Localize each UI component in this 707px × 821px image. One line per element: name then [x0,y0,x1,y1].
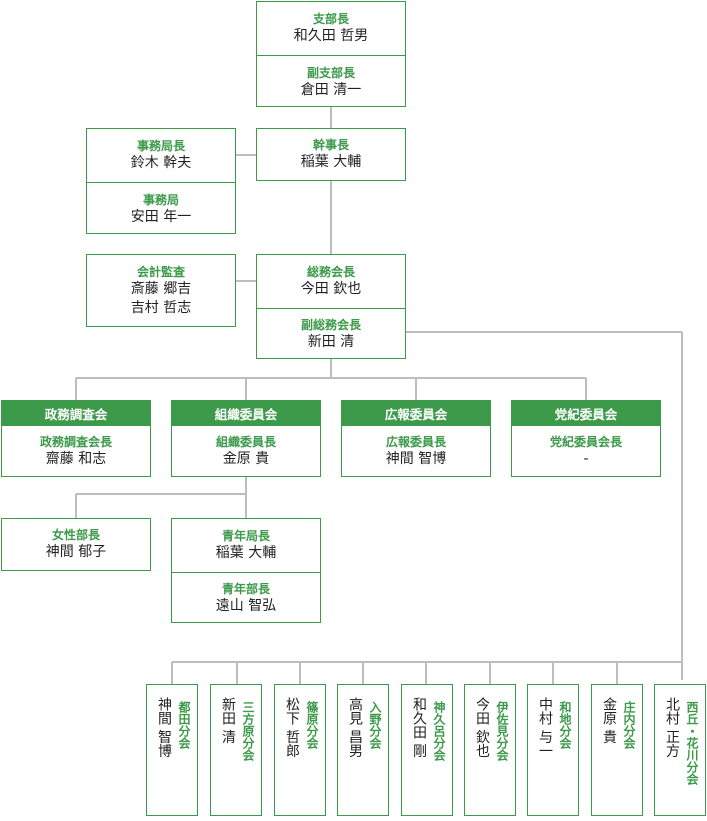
office-chief-cell: 事務局長 鈴木 幹夫 [87,129,235,182]
office-cell: 事務局 安田 年一 [87,182,235,235]
general-affairs-cell: 総務会長 今田 欽也 [257,255,405,308]
general-affairs-role: 総務会長 [306,265,355,279]
committee-discipline-name: - [583,450,589,467]
branch-name: 中村 与一 [537,697,553,758]
committee-organization-cell: 組織委員長 金原 貴 [172,426,320,476]
youth-bureau-cell: 青年局長 稲葉 大輔 [172,519,320,572]
women-dept-name: 神間 郁子 [45,544,107,560]
branch-name: 新田 清 [220,697,236,744]
branch-box: 松下 哲郎 篠原分会 [274,684,326,816]
women-dept-cell: 女性部長 神間 郁子 [2,519,150,570]
branch-role: 和地分会 [558,701,572,749]
committee-policy-name: 齋藤 和志 [45,450,107,467]
vice-general-affairs-cell: 副総務会長 新田 清 [257,308,405,360]
youth-dept-name: 遠山 智弘 [215,598,277,614]
branch-name: 北村 正方 [664,697,680,758]
vice-general-affairs-role: 副総務会長 [300,318,361,332]
committee-organization: 組織委員会 組織委員長 金原 貴 [171,400,321,477]
secretary-general-box: 幹事長 稲葉 大輔 [256,128,406,181]
committee-discipline-role: 党紀委員会長 [549,434,622,449]
committee-organization-name: 金原 貴 [222,450,270,467]
committee-policy: 政務調査会 政務調査会長 齋藤 和志 [1,400,151,477]
auditor-role: 会計監査 [136,264,185,279]
auditor-box: 会計監査 斎藤 郷吉 吉村 哲志 [86,254,236,327]
women-dept-box: 女性部長 神間 郁子 [1,518,151,571]
committee-discipline: 党紀委員会 党紀委員会長 - [511,400,661,477]
branch-name: 高見 昌男 [347,697,363,758]
committee-discipline-cell: 党紀委員会長 - [512,426,660,476]
youth-box: 青年局長 稲葉 大輔 青年部長 遠山 智弘 [171,518,321,623]
secretary-general-role: 幹事長 [312,138,349,152]
branch-name: 神間 智博 [156,697,172,758]
vice-general-affairs-name: 新田 清 [307,334,355,350]
auditor-name-1: 斎藤 郷吉 [130,280,192,297]
general-affairs-name: 今田 欽也 [300,281,362,297]
branch-box: 中村 与一 和地分会 [527,684,579,816]
office-box: 事務局長 鈴木 幹夫 事務局 安田 年一 [86,128,236,234]
branch-box: 高見 昌男 入野分会 [337,684,389,816]
youth-bureau-name: 稲葉 大輔 [215,545,277,561]
general-affairs-box: 総務会長 今田 欽也 副総務会長 新田 清 [256,254,406,359]
women-dept-role: 女性部長 [51,528,100,542]
committee-policy-role: 政務調査会長 [39,434,112,449]
secretary-general-cell: 幹事長 稲葉 大輔 [257,129,405,180]
vice-branch-head-role: 副支部長 [306,65,355,80]
branch-role: 西丘・花川分会 [685,701,699,785]
vice-branch-head-name: 倉田 清一 [300,81,362,98]
committee-discipline-header: 党紀委員会 [512,401,660,426]
committee-pr-cell: 広報委員長 神間 智博 [342,426,490,476]
committee-policy-header: 政務調査会 [2,401,150,426]
branch-role: 都田分会 [177,701,191,749]
committee-pr: 広報委員会 広報委員長 神間 智博 [341,400,491,477]
branch-box: 新田 清 三方原分会 [210,684,262,816]
branch-role: 三方原分会 [241,701,255,761]
branch-box: 和久田 剛 神久呂分会 [401,684,453,816]
branch-box: 北村 正方 西丘・花川分会 [654,684,706,816]
branch-name: 和久田 剛 [411,697,427,758]
branch-name: 松下 哲郎 [284,697,300,758]
committee-policy-cell: 政務調査会長 齋藤 和志 [2,426,150,476]
branch-box: 今田 欽也 伊佐見分会 [464,684,516,816]
branch-head-cell: 支部長 和久田 哲男 [257,2,405,55]
office-name: 安田 年一 [130,208,192,225]
branch-head-box: 支部長 和久田 哲男 副支部長 倉田 清一 [256,1,406,107]
branch-box: 神間 智博 都田分会 [146,684,198,816]
committee-pr-header: 広報委員会 [342,401,490,426]
branch-role: 伊佐見分会 [495,701,509,761]
auditor-name-2: 吉村 哲志 [130,299,192,316]
office-role: 事務局 [142,192,179,207]
branch-head-name: 和久田 哲男 [293,28,369,44]
office-chief-role: 事務局長 [136,139,185,153]
youth-dept-role: 青年部長 [221,582,270,596]
branch-role: 篠原分会 [305,701,319,749]
branch-role: 庄内分会 [622,701,636,749]
branch-head-role: 支部長 [312,12,349,26]
auditor-cell: 会計監査 斎藤 郷吉 吉村 哲志 [87,255,235,326]
office-chief-name: 鈴木 幹夫 [130,155,192,171]
vice-branch-head-cell: 副支部長 倉田 清一 [257,55,405,108]
youth-dept-cell: 青年部長 遠山 智弘 [172,572,320,624]
branch-role: 入野分会 [368,701,382,749]
branch-role: 神久呂分会 [432,701,446,761]
branch-name: 金原 貴 [601,697,617,744]
branch-name: 今田 欽也 [474,697,490,758]
youth-bureau-role: 青年局長 [221,529,270,543]
committee-organization-header: 組織委員会 [172,401,320,426]
committee-pr-name: 神間 智博 [385,450,447,467]
secretary-general-name: 稲葉 大輔 [300,154,362,170]
committee-organization-role: 組織委員長 [215,434,276,449]
committee-pr-role: 広報委員長 [385,434,446,449]
branch-box: 金原 貴 庄内分会 [591,684,643,816]
